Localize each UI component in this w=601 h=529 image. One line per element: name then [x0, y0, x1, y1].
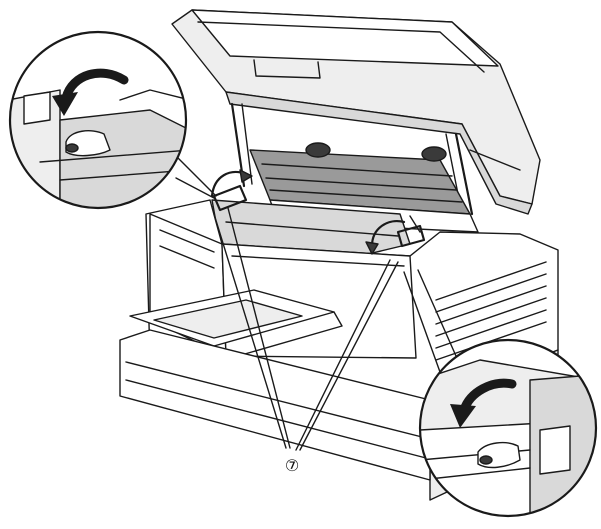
curved-arrow-icon [52, 68, 129, 116]
callout-lines [213, 207, 399, 451]
release-lever-left [210, 169, 253, 212]
callout-number: ⑦ [285, 456, 299, 475]
release-lever-right [365, 220, 426, 255]
output-tray [129, 289, 343, 361]
curved-arrow-icon [450, 378, 517, 428]
scanner-lid [171, 9, 541, 215]
callout-label: ⑦ [285, 456, 299, 475]
zoom-detail-top-left [8, 30, 217, 210]
side-vents [435, 261, 547, 361]
zoom-detail-bottom-right [403, 269, 598, 518]
